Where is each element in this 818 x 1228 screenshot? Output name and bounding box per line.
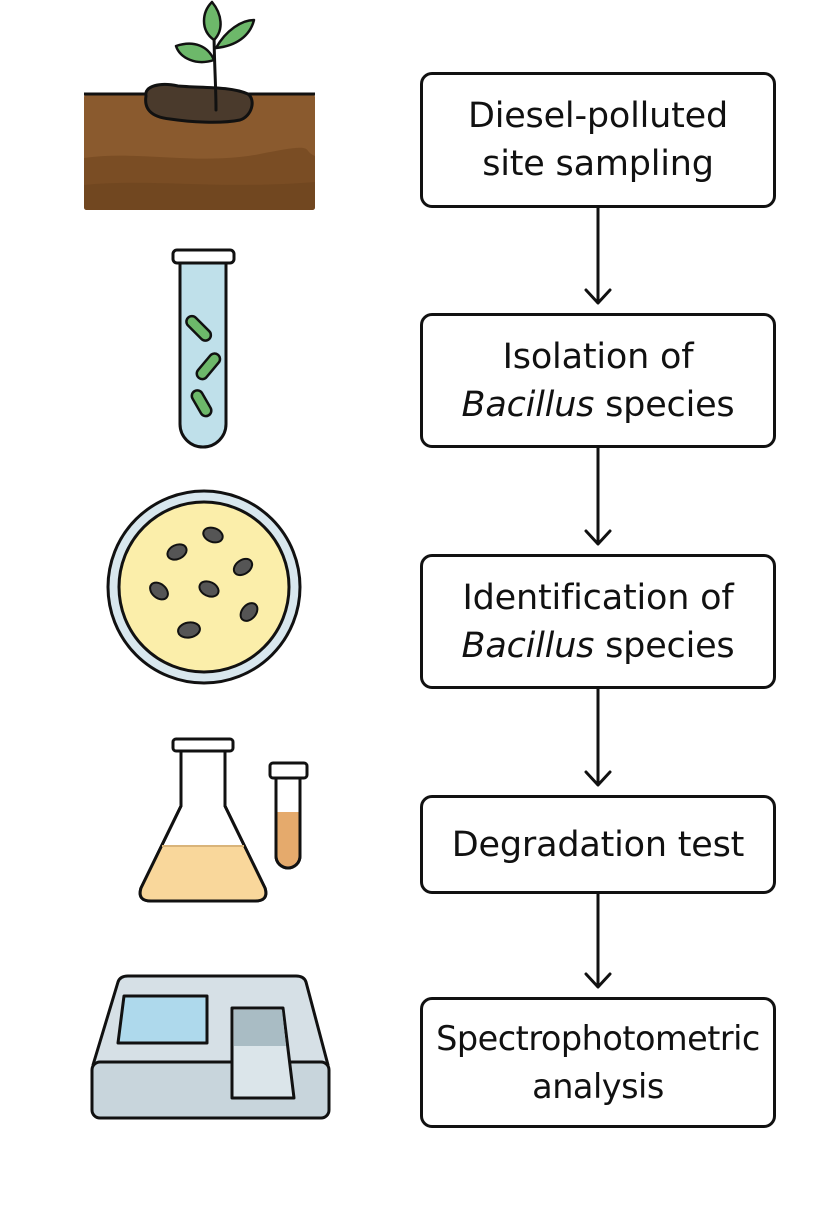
step-1-line-1: Diesel-polluted	[467, 96, 729, 136]
step-spectrophotometric-analysis: Spectrophotometric analysis	[420, 997, 776, 1128]
arrow-3	[584, 687, 612, 787]
spectrophotometer-icon	[90, 974, 331, 1120]
step-identification: Identification of Bacillus species	[420, 554, 776, 689]
flask-and-test-tube-icon	[138, 737, 309, 903]
arrow-4	[584, 892, 612, 989]
step-2-line-2: Bacillus species	[462, 381, 735, 429]
step-degradation-test: Degradation test	[420, 795, 776, 894]
step-3-organism: Bacillus	[461, 625, 595, 666]
step-2-organism: Bacillus	[461, 384, 595, 425]
test-tube-with-bacteria-icon	[171, 248, 236, 449]
step-5-line-2: analysis	[532, 1066, 664, 1106]
step-2-line-1: Isolation of	[502, 336, 694, 377]
step-isolation: Isolation of Bacillus species	[420, 313, 776, 448]
soil-with-seedling-icon	[84, 0, 315, 210]
arrow-2	[584, 446, 612, 546]
step-5-line-1: Spectrophotometric	[436, 1018, 760, 1058]
step-diesel-sampling: Diesel-polluted site sampling	[420, 72, 776, 208]
petri-dish-icon	[106, 489, 302, 685]
step-2-suffix: species	[594, 384, 735, 425]
step-3-suffix: species	[594, 625, 735, 666]
step-3-line-1: Identification of	[462, 577, 734, 618]
step-1-line-2: site sampling	[482, 144, 714, 184]
arrow-1	[584, 206, 612, 305]
step-4-line-1: Degradation test	[451, 824, 745, 865]
step-3-line-2: Bacillus species	[462, 622, 735, 670]
